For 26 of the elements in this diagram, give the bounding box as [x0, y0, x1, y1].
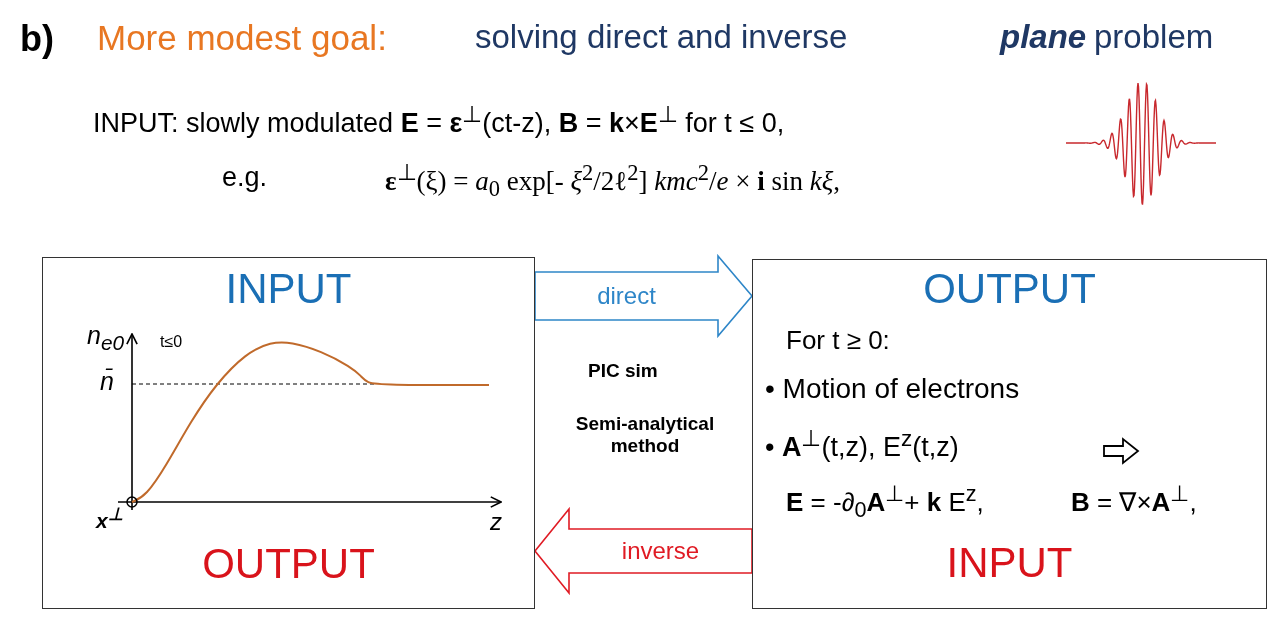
bullet-item: • A$^{⊥}$(t,z), E$^{z}$(t,z) — [765, 427, 959, 463]
axis-label: n$_{e0}$ — [87, 321, 125, 355]
axis-label: n̄ — [100, 367, 114, 396]
method-label: PIC sim — [588, 360, 658, 382]
heading-text: plane — [1000, 18, 1087, 56]
method-label: Semi-analytical method — [574, 413, 716, 457]
heading-text: solving direct and inverse — [475, 18, 848, 56]
axis-label: z — [490, 508, 502, 536]
panel-box — [752, 259, 1267, 609]
equation-text: e.g. — [222, 162, 268, 194]
equation-text: ε$^{⊥}$(ξ) = a$_{0}$ exp[- ξ$^{2}$/2ℓ$^{2}$] kmc$^{2}$/e × i sin kξ, — [385, 160, 841, 203]
equation-text: INPUT: slowly modulated E = ε$^{⊥}$(ct-z), B = k×E$^{⊥}$ for t ≤ 0, — [93, 102, 785, 140]
plot-annotation: t≤0 — [160, 333, 183, 352]
equation-text: E = -∂$_{0}$A$^{⊥}$+ k E$^{z}$, — [786, 482, 984, 522]
panel-box — [42, 257, 535, 609]
condition-text: For t ≥ 0: — [786, 326, 890, 355]
equation-text: B = ∇×A$^{⊥}$, — [1071, 482, 1197, 517]
heading-text: More modest goal: — [97, 18, 387, 59]
box-heading: INPUT — [946, 540, 1073, 587]
box-heading: OUTPUT — [923, 266, 1096, 313]
panel-letter: b) — [20, 18, 54, 60]
box-heading: INPUT — [225, 266, 352, 313]
heading-text: problem — [1094, 18, 1214, 56]
axis-label: x$^{⊥}$ — [96, 504, 123, 534]
box-heading: OUTPUT — [202, 541, 375, 588]
bullet-item: • Motion of electrons — [765, 374, 1020, 405]
